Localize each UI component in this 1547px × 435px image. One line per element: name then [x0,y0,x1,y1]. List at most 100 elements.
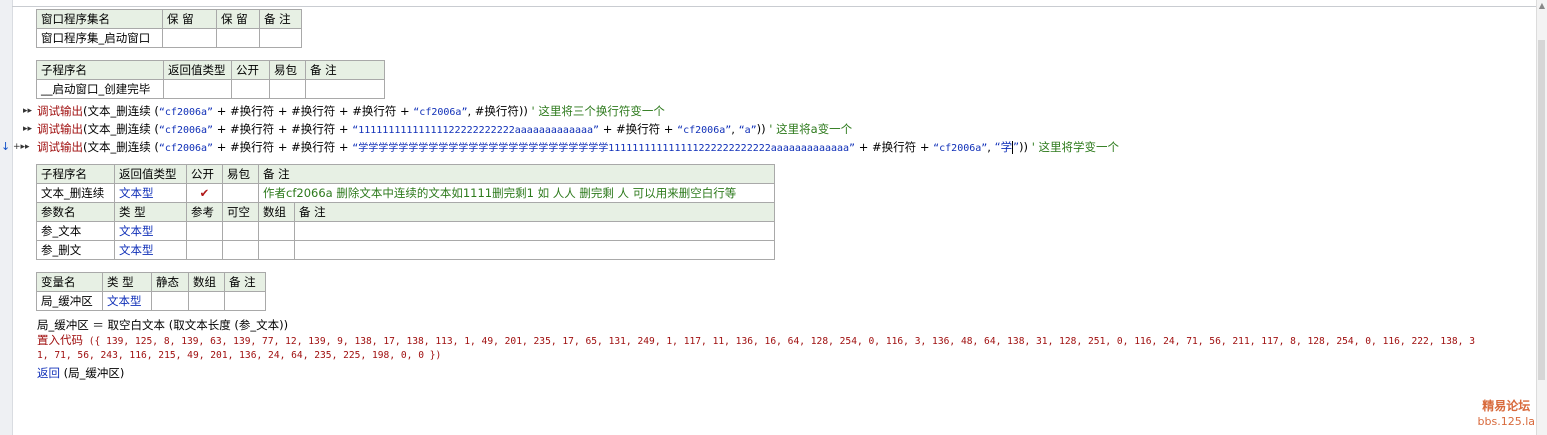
operator-text: + #换行符 + #换行符 + [213,140,353,154]
assembly-name[interactable]: 窗口程序集_启动窗口 [36,28,163,48]
subroutine-table-2: 子程序名 返回值类型 公开 易包 备 注 文本_删连续 文本型 ✔ 作者cf20… [36,164,775,260]
col-static: 静态 [151,272,189,292]
param-nullable[interactable] [222,240,259,260]
var-row[interactable]: 局_缓冲区 文本型 [36,291,266,311]
col-reserved-2: 保 留 [216,9,260,29]
call-open: (文本_删连续 ( [83,104,159,118]
assembly-row[interactable]: 窗口程序集_启动窗口 [36,28,302,48]
param-remark[interactable] [294,221,775,241]
col-array: 数组 [188,272,225,292]
scrollbar-thumb[interactable] [1538,40,1545,380]
code-line-3[interactable]: 调试输出(文本_删连续 (“cf2006a” + #换行符 + #换行符 + “… [37,139,1119,157]
param-name[interactable]: 参_删文 [36,240,115,260]
scroll-up-icon[interactable]: ▲ [1538,1,1546,10]
var-name[interactable]: 局_缓冲区 [36,291,103,311]
statement-arrow-icon: ▸▸ [23,124,33,134]
col-public: 公开 [231,60,270,80]
col-param-remark: 备 注 [294,202,775,222]
string-literal: “cf2006a” [158,143,214,154]
string-literal: “cf2006a” [158,125,214,136]
forum-watermark: 精易论坛 bbs.125.la [1478,399,1535,429]
param-row[interactable]: 参_删文 文本型 [36,240,775,260]
sub2-easy-pack[interactable] [222,183,259,203]
subroutine-table-1: 子程序名 返回值类型 公开 易包 备 注 __启动窗口_创建完毕 [36,60,385,99]
watermark-title: 精易论坛 [1482,399,1531,413]
operator-text: + #换行符 + #换行符 + [213,122,353,136]
call-open: (文本_删连续 ( [83,122,159,136]
string-literal-close: ” [1013,140,1020,154]
statement-arrow-icon: +▸▸ [13,142,30,152]
sub2-return-type[interactable]: 文本型 [114,183,187,203]
assembly-table: 窗口程序集名 保 留 保 留 备 注 窗口程序集_启动窗口 [36,9,302,48]
string-literal: “cf2006a” [933,143,988,154]
param-name[interactable]: 参_文本 [36,221,115,241]
sub1-name[interactable]: __启动窗口_创建完毕 [36,79,164,99]
var-static[interactable] [151,291,189,311]
sub1-easy-pack[interactable] [269,79,306,99]
put-code-bytes-line-1: ({ 139, 125, 8, 139, 63, 139, 77, 12, 13… [83,336,1475,347]
col-sub-name: 子程序名 [36,164,115,184]
sub1-return-type[interactable] [163,79,232,99]
string-literal: “cf2006a” [158,107,214,118]
statement-arrow-icon: ▸▸ [23,106,33,116]
code-line-2[interactable]: 调试输出(文本_删连续 (“cf2006a” + #换行符 + #换行符 + “… [37,121,852,139]
param-by-ref[interactable] [186,240,223,260]
sub2-header-row: 子程序名 返回值类型 公开 易包 备 注 [36,164,775,184]
string-literal: “cf2006a” [677,125,732,136]
param-array[interactable] [258,240,295,260]
comment: ' 这里将三个换行符变一个 [531,104,665,118]
var-array[interactable] [188,291,225,311]
editor-gutter [0,0,13,435]
comment: ' 这里将a变一个 [769,122,853,136]
col-nullable: 可空 [222,202,259,222]
col-var-name: 变量名 [36,272,103,292]
col-param-type: 类 型 [114,202,187,222]
reserved-2[interactable] [216,28,260,48]
reserved-1[interactable] [162,28,217,48]
sub1-header-row: 子程序名 返回值类型 公开 易包 备 注 [36,60,385,80]
call-rest: )) [1019,140,1029,154]
vertical-scrollbar[interactable]: ▲ [1536,0,1547,435]
sub2-row[interactable]: 文本_删连续 文本型 ✔ 作者cf2066a 删除文本中连续的文本如1111删完… [36,183,775,203]
param-array[interactable] [258,221,295,241]
param-by-ref[interactable] [186,221,223,241]
param-nullable[interactable] [222,221,259,241]
col-by-ref: 参考 [186,202,223,222]
put-code-statement[interactable]: 置入代码 ({ 139, 125, 8, 139, 63, 139, 77, 1… [37,334,1475,362]
separator: , [987,140,995,154]
var-remark[interactable] [224,291,266,311]
string-literal: “学 [994,140,1013,154]
operator-text: + #换行符 + [599,122,678,136]
top-divider [12,6,1537,7]
call-rest: )) [756,122,766,136]
param-type[interactable]: 文本型 [114,221,187,241]
col-var-type: 类 型 [102,272,152,292]
sub2-remark[interactable]: 作者cf2066a 删除文本中连续的文本如1111删完剩1 如 人人 删完剩 人… [258,183,775,203]
return-argument: (局_缓冲区) [60,366,125,380]
sub1-row[interactable]: __启动窗口_创建完毕 [36,79,385,99]
remark[interactable] [259,28,302,48]
code-line-1[interactable]: 调试输出(文本_删连续 (“cf2006a” + #换行符 + #换行符 + #… [37,103,665,121]
debug-output-keyword: 调试输出 [37,104,83,118]
param-row[interactable]: 参_文本 文本型 [36,221,775,241]
var-type[interactable]: 文本型 [102,291,152,311]
sub1-remark[interactable] [305,79,385,99]
string-literal: “学学学学学学学学学学学学学学学学学学学学学学学学学11111111111111… [352,143,856,154]
sub1-public[interactable] [231,79,270,99]
watermark-url: bbs.125.la [1477,415,1535,428]
col-param-name: 参数名 [36,202,115,222]
text-caret [1012,141,1014,154]
param-remark[interactable] [294,240,775,260]
debug-output-keyword: 调试输出 [37,122,83,136]
col-remark: 备 注 [259,9,302,29]
col-reserved-1: 保 留 [162,9,217,29]
param-type[interactable]: 文本型 [114,240,187,260]
return-statement[interactable]: 返回 (局_缓冲区) [37,365,124,381]
put-code-bytes-line-2: 1, 71, 56, 243, 116, 215, 49, 201, 136, … [37,350,442,361]
comment: ' 这里将学变一个 [1031,140,1120,154]
sub2-name[interactable]: 文本_删连续 [36,183,115,203]
public-check-icon[interactable]: ✔ [186,183,223,203]
col-easy-pack: 易包 [269,60,306,80]
var-header-row: 变量名 类 型 静态 数组 备 注 [36,272,266,292]
assign-statement[interactable]: 局_缓冲区 ＝ 取空白文本 (取文本长度 (参_文本)) [37,318,289,332]
